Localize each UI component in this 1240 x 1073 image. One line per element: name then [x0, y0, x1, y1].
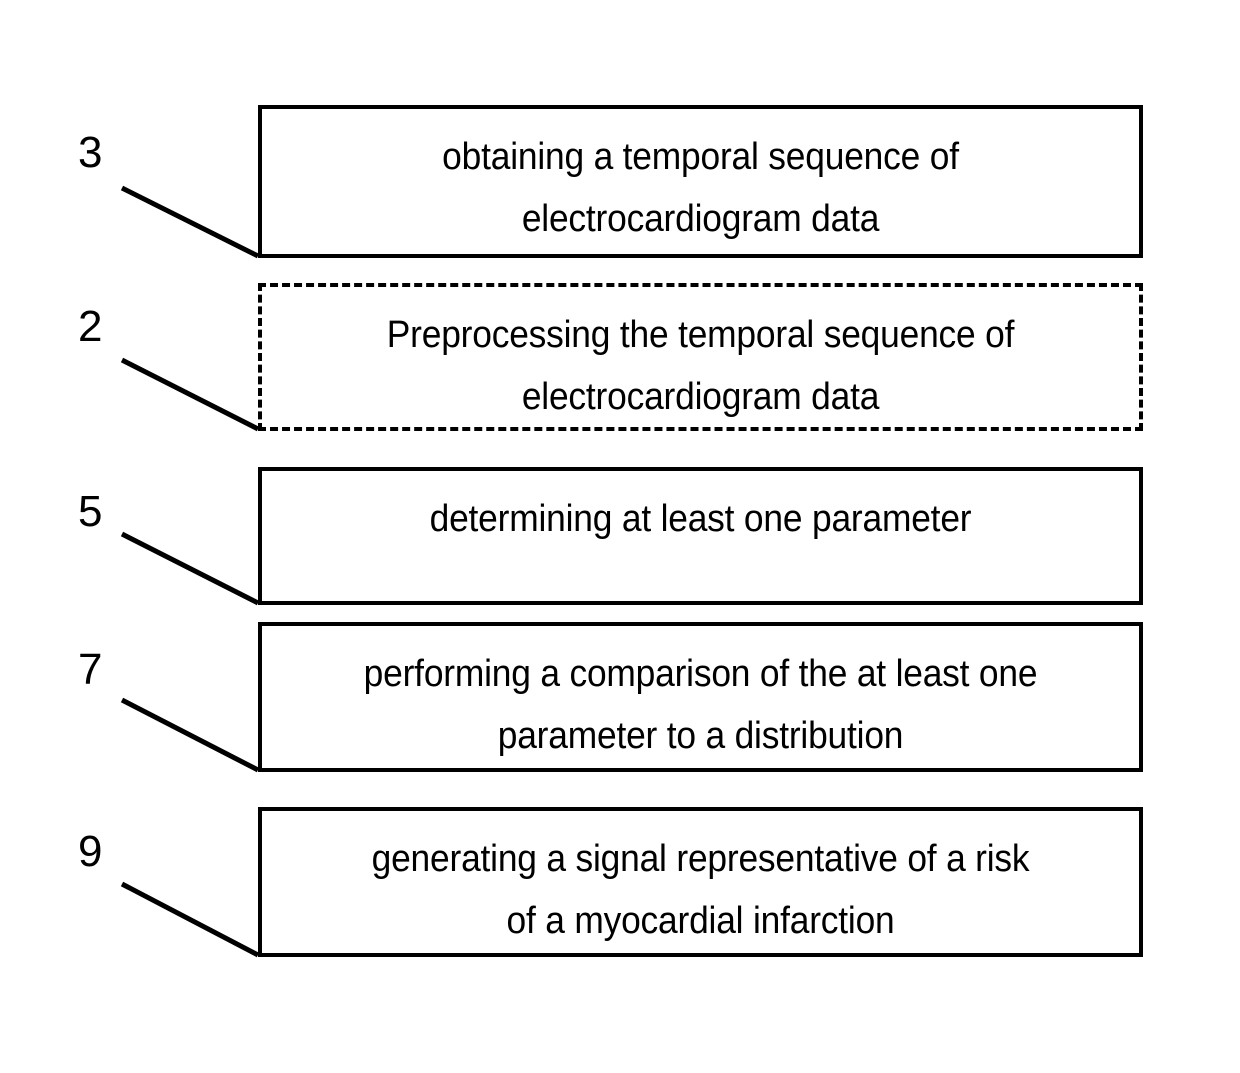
- process-box-generating-risk-signal: generating a signal representative of a …: [258, 807, 1143, 957]
- reference-numeral-3: 3: [78, 128, 103, 177]
- process-box-determining-parameter: determining at least one parameter: [258, 467, 1143, 605]
- leader-line-9: [120, 881, 260, 958]
- leader-line-2: [120, 357, 260, 432]
- leader-line-7: [120, 697, 260, 773]
- process-box-label: generating a signal representative of a …: [371, 838, 1030, 942]
- process-box-label: performing a comparison of the at least …: [363, 653, 1038, 757]
- process-box-label: obtaining a temporal sequence of electro…: [442, 136, 959, 240]
- process-box-preprocessing-optional: Preprocessing the temporal sequence of e…: [258, 283, 1143, 431]
- reference-numeral-7: 7: [78, 645, 103, 694]
- leader-line-3: [120, 185, 260, 259]
- reference-numeral-9: 9: [78, 827, 103, 876]
- process-box-performing-comparison: performing a comparison of the at least …: [258, 622, 1143, 772]
- process-box-label: Preprocessing the temporal sequence of e…: [386, 314, 1015, 418]
- reference-numeral-5: 5: [78, 487, 103, 536]
- process-box-label: determining at least one parameter: [429, 498, 972, 540]
- reference-numeral-2: 2: [78, 302, 103, 351]
- leader-line-5: [120, 531, 260, 606]
- process-box-obtaining-ecg-data: obtaining a temporal sequence of electro…: [258, 105, 1143, 258]
